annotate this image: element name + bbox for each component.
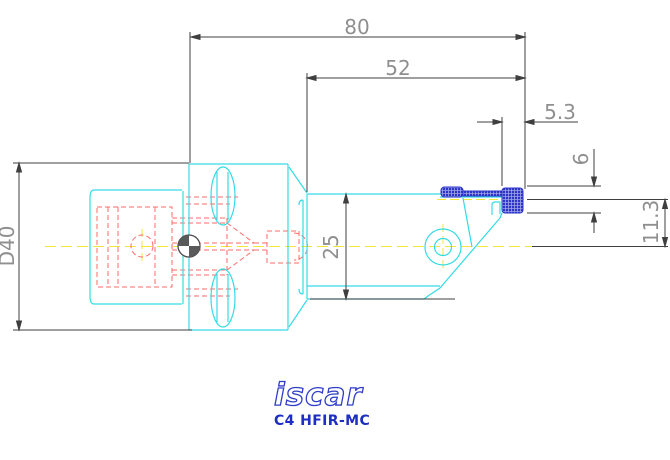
clamp-screw-hole-outer: [424, 228, 462, 266]
flange-chamfers: [288, 166, 308, 328]
relief-groove: [298, 199, 304, 295]
hidden-lines: [96, 196, 308, 297]
bore-lines-center: [172, 242, 254, 251]
clamp-bore-outline: [96, 206, 173, 288]
head-angled-face: [423, 212, 503, 300]
carbide-insert-group: [440, 186, 524, 214]
dim-label-head-length: 52: [385, 56, 410, 80]
ext-edge-height-h: [527, 185, 601, 214]
flange-slot-lower-inner: [216, 274, 229, 322]
iscar-logo: iscar: [273, 377, 363, 413]
dim-label-body-diameter: 25: [319, 234, 343, 259]
dim-label-flange-diameter: D40: [0, 226, 19, 267]
dim-label-center-height: 11.3: [639, 200, 663, 245]
brand-block: iscar C4 HFIR-MC: [273, 377, 394, 429]
pocket-step: [491, 201, 501, 215]
datum-symbol: [177, 234, 201, 258]
clamping-unit: [89, 189, 182, 305]
internal-hole: [130, 234, 154, 258]
pocket-front-edge: [462, 197, 473, 248]
model-designation: C4 HFIR-MC: [274, 413, 371, 429]
neck-bore: [254, 242, 267, 251]
flange-disk: [189, 163, 289, 331]
dimension-lines: [13, 32, 669, 332]
part-outline: [89, 163, 503, 331]
dim-label-total-length: 80: [344, 15, 369, 39]
flange-slot-lower: [210, 268, 236, 328]
clamp-screw-hole-inner: [433, 237, 453, 257]
bore-lines-outer: [186, 196, 238, 297]
flange-slot-upper: [210, 166, 236, 226]
clamp-blade: [462, 190, 503, 197]
dim-label-insert-offset: 5.3: [544, 100, 576, 124]
ext-flange-dia-h: [13, 162, 192, 331]
dim-label-edge-height: 6: [569, 153, 593, 166]
clamp-internal-lines: [107, 207, 156, 287]
insert: [501, 187, 524, 214]
clamp-block: [440, 186, 464, 198]
bore-lines-upper: [172, 217, 227, 276]
cone-transition: [226, 218, 255, 275]
flange-slot-upper-inner: [216, 172, 229, 220]
coolant-cavity: [266, 230, 300, 264]
